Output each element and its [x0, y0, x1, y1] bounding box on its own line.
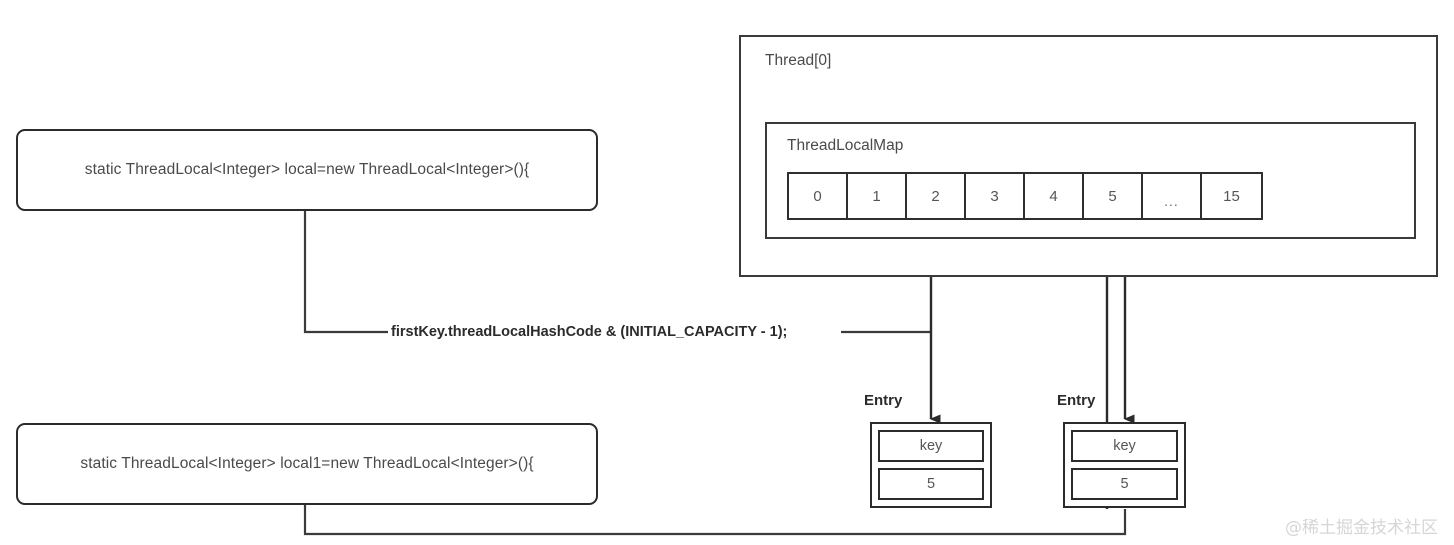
thread-box: Thread[0] ThreadLocalMap 0 1 2 3 4 5 ...… [739, 35, 1438, 277]
line-local-to-formula [303, 211, 388, 334]
threadlocalmap-box: ThreadLocalMap 0 1 2 3 4 5 ... 15 [765, 122, 1416, 239]
entry-2-value-cell: 5 [1071, 468, 1178, 500]
slot-15[interactable]: 15 [1223, 187, 1240, 205]
entry-box-2: key 5 [1063, 422, 1186, 508]
hash-formula-label: firstKey.threadLocalHashCode & (INITIAL_… [388, 324, 791, 340]
code-box-local1: static ThreadLocal<Integer> local1=new T… [16, 423, 598, 505]
entry-1-label: Entry [864, 392, 903, 409]
slot-2[interactable]: 2 [907, 174, 966, 218]
threadlocalmap-label: ThreadLocalMap [787, 137, 904, 154]
slot-1[interactable]: 1 [848, 174, 907, 218]
slot-0[interactable]: 0 [789, 174, 848, 218]
code-box-local1-text: static ThreadLocal<Integer> local1=new T… [80, 455, 534, 472]
code-box-local: static ThreadLocal<Integer> local=new Th… [16, 129, 598, 211]
slot-4[interactable]: 4 [1025, 174, 1084, 218]
entry-box-1: key 5 [870, 422, 992, 508]
entry-2-key-cell: key [1071, 430, 1178, 462]
watermark: @稀土掘金技术社区 [1285, 518, 1438, 538]
slot-5[interactable]: 5 [1084, 174, 1143, 218]
entry-1-key-cell: key [878, 430, 984, 462]
thread-label: Thread[0] [765, 52, 832, 69]
slot-row: 0 1 2 3 4 5 ... 15 [787, 172, 1263, 220]
line-local1-to-entry2 [303, 505, 1127, 536]
code-box-local-text: static ThreadLocal<Integer> local=new Th… [84, 161, 530, 178]
entry-1-value-cell: 5 [878, 468, 984, 500]
slot-3[interactable]: 3 [966, 174, 1025, 218]
slot-ellipsis: ... [1143, 174, 1202, 218]
entry-2-label: Entry [1057, 392, 1096, 409]
